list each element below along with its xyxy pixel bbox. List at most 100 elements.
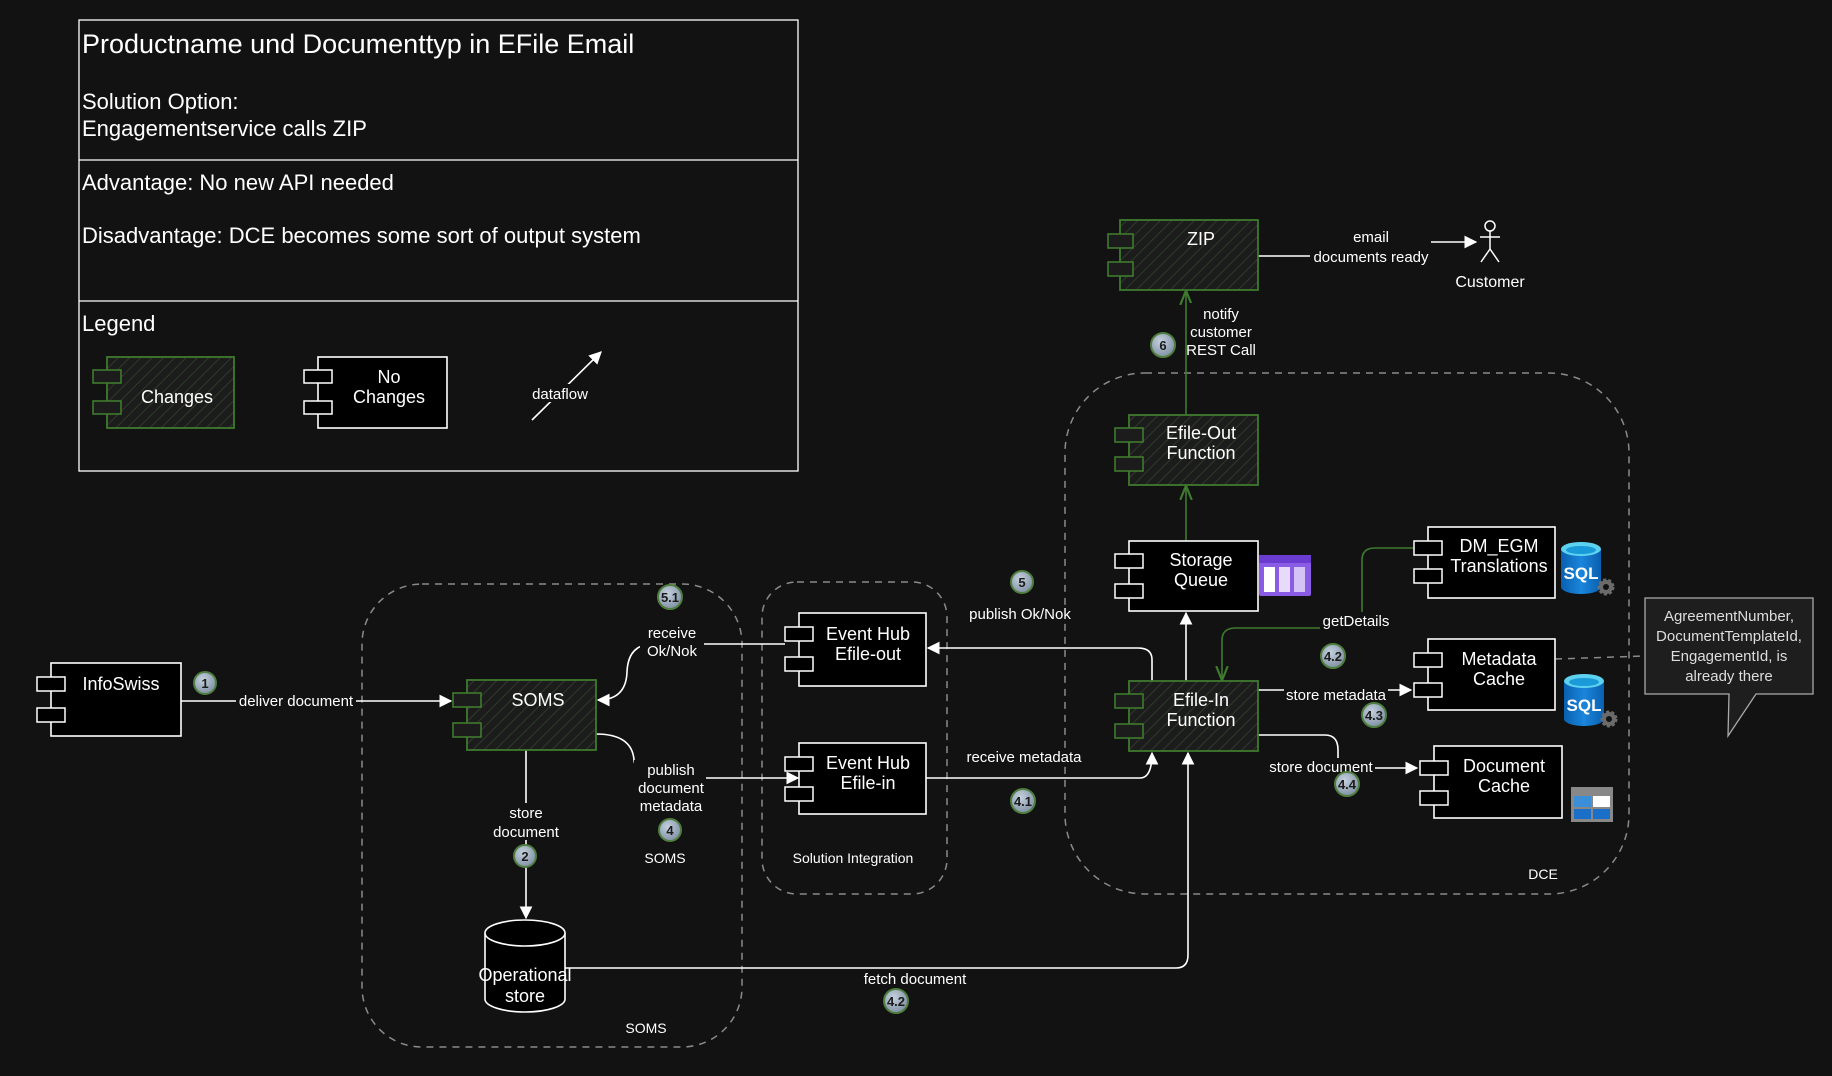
label-receive-1: receive: [648, 625, 696, 642]
badge-5-1: 5.1: [657, 584, 683, 610]
legend-no-changes-label-2: Changes: [353, 387, 425, 407]
dm-egm-label-1: DM_EGM: [1459, 536, 1538, 557]
label-get-details: getDetails: [1323, 613, 1390, 630]
customer-actor: [1480, 220, 1500, 263]
label-deliver-document: deliver document: [239, 693, 354, 710]
sql-database-icon: SQL: [1561, 542, 1615, 596]
efile-in-label-1: Efile-In: [1173, 690, 1229, 710]
note-line-4: already there: [1685, 668, 1773, 685]
sql-icon-text-2: SQL: [1567, 696, 1602, 715]
svg-text:2: 2: [521, 849, 528, 864]
edge-receive-metadata: [926, 751, 1159, 779]
operational-store-label-1: Operational: [478, 965, 571, 985]
infoswiss-label: InfoSwiss: [82, 674, 159, 694]
label-notify-1: notify: [1203, 306, 1239, 323]
label-store-metadata: store metadata: [1286, 687, 1387, 704]
svg-text:4.3: 4.3: [1365, 708, 1383, 723]
label-store-2: document: [493, 824, 560, 841]
legend-dataflow-label: dataflow: [532, 386, 588, 403]
edge-labels: deliver document receive Ok/Nok publish …: [236, 229, 1432, 988]
label-store-1: store: [509, 805, 542, 822]
storage-queue-icon: [1259, 555, 1311, 596]
component-eventhub-efile-in[interactable]: Event Hub Efile-in: [784, 742, 927, 815]
svg-text:4.2: 4.2: [1324, 649, 1342, 664]
solution-label: Solution Option:: [82, 89, 239, 114]
metadata-cache-label-2: Cache: [1473, 669, 1525, 689]
component-storage-queue[interactable]: Storage Queue: [1114, 540, 1259, 612]
svg-text:1: 1: [201, 676, 208, 691]
operational-store-label-2: store: [505, 986, 545, 1006]
eventhub-in-label-1: Event Hub: [826, 753, 910, 773]
label-email-1: email: [1353, 229, 1389, 246]
component-metadata-cache[interactable]: Metadata Cache: [1413, 638, 1556, 711]
component-operational-store[interactable]: Operational store: [478, 919, 572, 1013]
note-line-2: DocumentTemplateId,: [1656, 628, 1802, 645]
soms-label: SOMS: [511, 690, 564, 710]
component-infoswiss[interactable]: InfoSwiss: [36, 662, 182, 737]
advantage-text: Advantage: No new API needed: [82, 170, 394, 195]
component-soms[interactable]: SOMS: [452, 679, 597, 751]
legend-no-changes-component: No Changes: [303, 356, 448, 429]
legend-no-changes-label-1: No: [377, 367, 400, 387]
metadata-cache-label-1: Metadata: [1461, 649, 1537, 669]
efile-out-label-2: Function: [1166, 443, 1235, 463]
soms-group-label: SOMS: [625, 1020, 666, 1036]
storage-queue-label-2: Queue: [1174, 570, 1228, 590]
svg-text:5: 5: [1018, 575, 1025, 590]
label-publish-1: publish: [647, 762, 695, 779]
document-cache-label-1: Document: [1463, 756, 1545, 776]
note-callout: AgreementNumber, DocumentTemplateId, Eng…: [1644, 597, 1814, 739]
label-publish-3: metadata: [640, 798, 703, 815]
legend-title: Legend: [82, 311, 155, 336]
component-document-cache[interactable]: Document Cache: [1419, 745, 1563, 819]
svg-text:4.1: 4.1: [1014, 794, 1032, 809]
label-receive-2: Ok/Nok: [647, 643, 698, 660]
eventhub-in-label-2: Efile-in: [840, 773, 895, 793]
badge-4-2: 4.2: [1320, 643, 1346, 669]
badge-4-4: 4.4: [1334, 771, 1360, 797]
efile-in-label-2: Function: [1166, 710, 1235, 730]
label-receive-metadata: receive metadata: [966, 749, 1082, 766]
dce-group: [1064, 372, 1630, 895]
label-notify-2: customer: [1190, 324, 1252, 341]
disadvantage-text: Disadvantage: DCE becomes some sort of o…: [82, 223, 641, 248]
badge-1: 1: [193, 671, 217, 695]
soms-group: [361, 583, 743, 1048]
customer-label: Customer: [1455, 274, 1525, 291]
edge-publish-ok-nok: [926, 641, 1153, 681]
svg-text:5.1: 5.1: [661, 590, 679, 605]
component-eventhub-efile-out[interactable]: Event Hub Efile-out: [784, 612, 927, 687]
legend-changes-label: Changes: [141, 387, 213, 407]
label-store-document-dce: store document: [1269, 759, 1373, 776]
badge-4-2-fetch: 4.2: [883, 988, 909, 1014]
svg-text:4.2: 4.2: [887, 994, 905, 1009]
zip-label: ZIP: [1187, 229, 1215, 249]
component-zip[interactable]: ZIP: [1107, 219, 1259, 291]
sql-database-icon-2: SQL: [1564, 674, 1618, 728]
eventhub-out-label-1: Event Hub: [826, 624, 910, 644]
badge-2: 2: [513, 844, 537, 868]
solution-value: Engagementservice calls ZIP: [82, 116, 367, 141]
badge-4-1: 4.1: [1010, 788, 1036, 814]
info-box: Productname und Documenttyp in EFile Ema…: [78, 19, 799, 472]
component-efile-in-function[interactable]: Efile-In Function: [1114, 680, 1259, 752]
component-dm-egm-translations[interactable]: DM_EGM Translations: [1413, 526, 1556, 599]
note-connector: [1554, 655, 1646, 660]
legend-changes-component: Changes: [92, 356, 235, 429]
badge-6: 6: [1150, 332, 1176, 358]
label-fetch-document: fetch document: [864, 971, 967, 988]
component-efile-out-function[interactable]: Efile-Out Function: [1114, 414, 1259, 486]
svg-text:6: 6: [1159, 338, 1166, 353]
badge-5: 5: [1010, 570, 1034, 594]
label-notify-3: REST Call: [1186, 342, 1256, 359]
document-cache-label-2: Cache: [1478, 776, 1530, 796]
eventhub-out-label-2: Efile-out: [835, 644, 901, 664]
diagram-title: Productname und Documenttyp in EFile Ema…: [82, 29, 634, 59]
solution-integration-group: [761, 581, 948, 895]
solution-integration-label: Solution Integration: [793, 850, 914, 866]
label-publish-2: document: [638, 780, 705, 797]
soms-inner-label: SOMS: [644, 850, 685, 866]
dm-egm-label-2: Translations: [1450, 556, 1547, 576]
edge-store-document-cache: [1258, 734, 1419, 775]
